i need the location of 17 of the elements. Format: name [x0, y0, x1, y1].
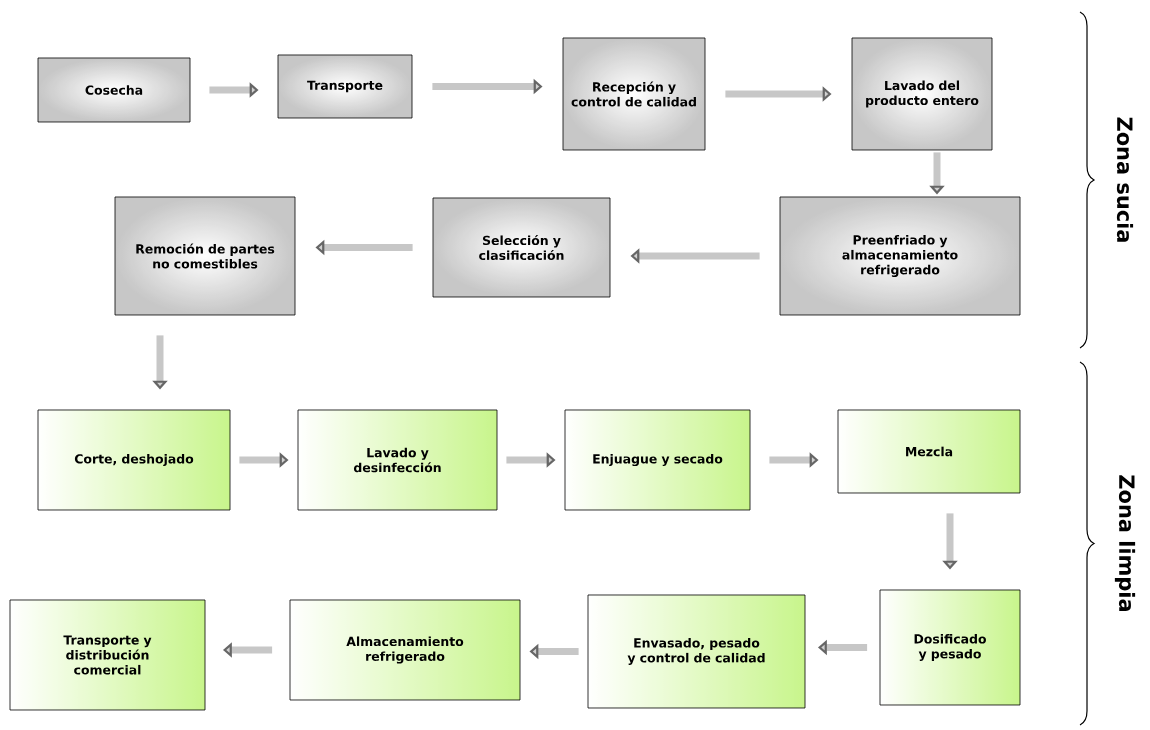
process-box: Cosecha	[37, 57, 191, 123]
process-box: Mezcla	[837, 409, 1021, 494]
zone-label: Zona sucia	[1116, 117, 1134, 242]
zone-label: Zona limpia	[1114, 475, 1136, 611]
process-box: Remoción de partes no comestibles	[114, 196, 296, 316]
process-box: Corte, deshojado	[37, 409, 231, 511]
process-box: Almacenamiento refrigerado	[289, 599, 521, 701]
process-box: Recepción y control de calidad	[562, 37, 706, 151]
process-box: Lavado del producto entero	[851, 37, 993, 151]
process-box: Lavado y desinfección	[297, 409, 498, 511]
process-box: Preenfriado y almacenamiento refrigerado	[779, 196, 1021, 316]
process-box: Selección y clasificación	[432, 197, 611, 298]
process-box: Dosificado y pesado	[879, 589, 1021, 706]
process-box: Transporte y distribución comercial	[9, 599, 206, 711]
process-box: Envasado, pesado y control de calidad	[587, 594, 806, 709]
process-box: Transporte	[277, 54, 413, 119]
process-box: Enjuague y secado	[564, 409, 751, 511]
